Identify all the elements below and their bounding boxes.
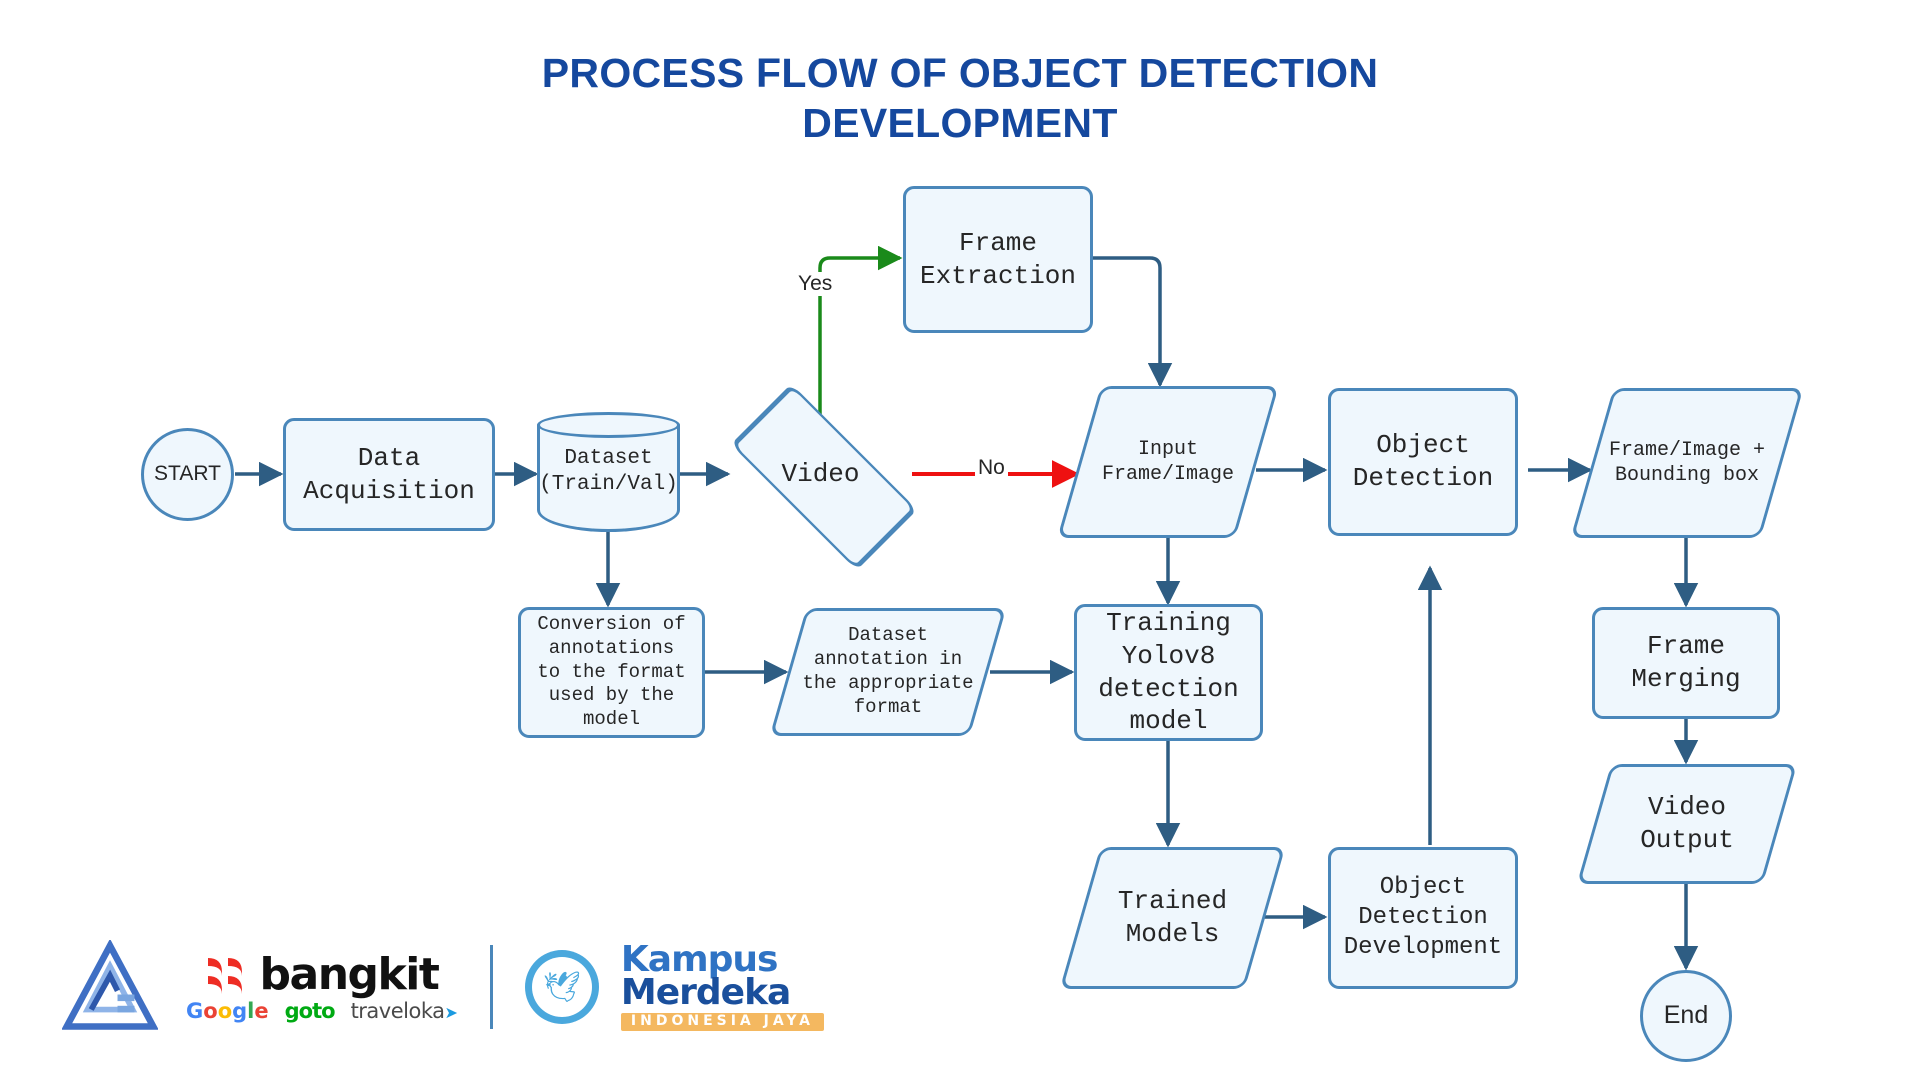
- node-object-detection[interactable]: Object Detection: [1328, 388, 1518, 536]
- logo-strip: bangkit Google goto traveloka➤ 🕊 Kampus …: [61, 912, 824, 1062]
- node-data-acquisition-label: Data Acquisition: [303, 442, 475, 506]
- node-data-acquisition[interactable]: Data Acquisition: [283, 418, 495, 531]
- bangkit-logo: bangkit Google goto traveloka➤: [180, 948, 458, 1023]
- node-trained-models-label: Trained Models: [1117, 886, 1228, 949]
- kampus-word: Kampus: [620, 938, 779, 980]
- node-video-decision[interactable]: Video: [728, 414, 913, 534]
- cylinder-body: [537, 425, 680, 532]
- bangkit-wordmark: bangkit: [259, 948, 440, 1000]
- node-od-development-label: Object Detection Development: [1343, 873, 1503, 962]
- cylinder-top: [537, 412, 680, 438]
- node-od-development[interactable]: Object Detection Development: [1328, 847, 1518, 989]
- node-video-output-label: Video Output: [1640, 792, 1734, 855]
- page-title: PROCESS FLOW OF OBJECT DETECTION DEVELOP…: [541, 50, 1379, 147]
- logo-divider: [489, 945, 493, 1029]
- node-frame-merging-label: Frame Merging: [1631, 631, 1741, 694]
- node-training-label: Training Yolov8 detection model: [1098, 608, 1239, 737]
- node-dataset-annotation-label: Dataset annotation in the appropriate fo…: [802, 624, 974, 718]
- node-start-label: START: [154, 462, 221, 486]
- node-end[interactable]: End: [1640, 970, 1732, 1062]
- node-input-frame-image[interactable]: Input Frame/Image: [1079, 386, 1257, 538]
- node-frame-extraction-label: Frame Extraction: [919, 227, 1077, 291]
- merdeka-word: Merdeka: [620, 972, 791, 1014]
- node-video-output[interactable]: Video Output: [1594, 764, 1780, 884]
- node-video-decision-label: Video: [781, 458, 860, 489]
- node-object-detection-label: Object Detection: [1352, 430, 1494, 493]
- node-training[interactable]: Training Yolov8 detection model: [1074, 604, 1263, 741]
- node-dataset[interactable]: Dataset (Train/Val): [537, 412, 680, 532]
- traveloka-logo: traveloka➤: [350, 998, 458, 1023]
- seal-inner: 🕊: [531, 957, 592, 1017]
- node-dataset-annotation[interactable]: Dataset annotation in the appropriate fo…: [788, 608, 988, 736]
- edge-label-no: No: [975, 456, 1008, 480]
- ace-triangle-icon: [61, 938, 159, 1034]
- node-end-label: End: [1663, 1001, 1709, 1030]
- edge-label-yes: Yes: [795, 272, 836, 296]
- bangkit-chevrons-icon: [207, 957, 242, 994]
- indonesia-jaya-banner: INDONESIA JAYA: [620, 1013, 824, 1032]
- google-logo: Google: [186, 998, 269, 1023]
- goto-logo: goto: [284, 998, 336, 1023]
- kampus-merdeka-logo: Kampus Merdeka INDONESIA JAYA: [620, 938, 824, 1032]
- node-conversion-label: Conversion of annotations to the format …: [537, 612, 686, 731]
- node-start[interactable]: START: [141, 428, 234, 521]
- node-conversion[interactable]: Conversion of annotations to the format …: [518, 607, 705, 738]
- node-input-frame-image-label: Input Frame/Image: [1101, 437, 1235, 486]
- edge-frame-extraction-to-input: [1092, 256, 1173, 388]
- node-frame-extraction[interactable]: Frame Extraction: [903, 186, 1093, 333]
- node-frame-image-bbox[interactable]: Frame/Image + Bounding box: [1592, 388, 1782, 538]
- node-frame-merging[interactable]: Frame Merging: [1592, 607, 1780, 719]
- node-trained-models[interactable]: Trained Models: [1080, 847, 1265, 989]
- node-frame-image-bbox-label: Frame/Image + Bounding box: [1608, 438, 1766, 487]
- tut-wuri-handayani-seal-icon: 🕊: [524, 950, 599, 1024]
